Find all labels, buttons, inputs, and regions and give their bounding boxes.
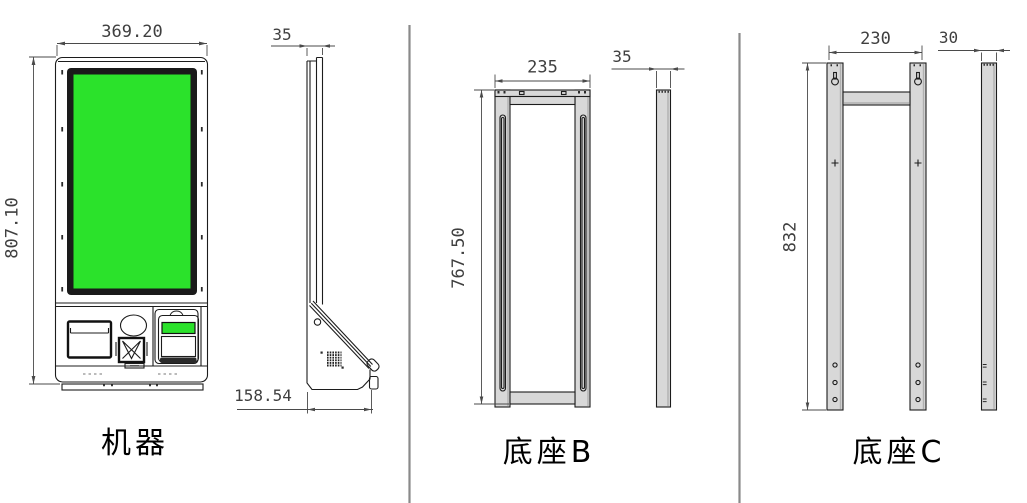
base-b-side-column [655,89,672,408]
terminal-base-band [160,357,197,363]
base-b-thickness-dimension: 35 [611,47,685,88]
side-vent-dot-a [320,351,323,354]
machine-side-view: 35 158.54 [234,25,380,414]
base-c-side-top-ticks [983,63,994,66]
base-c-side-column [980,62,998,411]
side-panel-lines [307,56,324,305]
payment-terminal [152,306,202,366]
speaker-circle [119,314,148,337]
base-c-height-dimension: 832 [781,62,826,411]
qr-scanner-label [124,362,145,369]
machine-screen [73,74,191,289]
side-screw-hole [313,318,322,326]
base-b-bottom-crossbar [509,391,576,405]
base-c-width-value: 230 [860,29,891,49]
machine-label: 机器 [101,426,169,461]
base-c-left-column [826,62,844,411]
machine-height-dimension: 807.10 [3,56,60,385]
base-b-top-ticks [497,90,586,96]
machine-base-strip [61,383,204,391]
terminal-screen [161,321,196,335]
machine-console-divider [56,302,207,308]
base-b-top-crossbar [509,95,576,106]
base-c-keyhole-left [831,71,839,86]
terminal-keypad [160,335,197,358]
side-console-diagonal-inner [310,302,372,367]
side-vent-dot-b [341,366,344,369]
base-c-bottom-holes [832,362,921,403]
machine-height-value: 807.10 [3,197,23,258]
base-c-height-value: 832 [781,222,801,253]
base-b-thickness-value: 35 [612,47,631,66]
base-b-column-shading [507,91,589,406]
base-c-thickness-value: 30 [939,28,958,47]
base-b-left-slot [499,114,507,392]
side-foot [368,375,379,390]
base-b-top-band [494,89,591,98]
qr-scanner-window [115,336,148,369]
base-c-screw-crosses [831,159,922,167]
terminal-top-bump [169,310,184,316]
base-c-side-view: 30 [938,28,1010,411]
machine-frame-screw-ticks [61,70,203,292]
base-b-width-value: 235 [527,58,558,78]
printer-slot [66,320,113,359]
base-c-crossbar [842,91,911,106]
base-c-top-ticks [830,64,921,67]
base-c-label: 底座C [853,435,946,470]
machine-width-dimension: 369.20 [56,22,208,56]
base-b-label: 底座B [503,435,596,470]
machine-side-thickness-value: 35 [272,25,291,44]
payment-recess-lines [152,306,202,366]
base-c-front-view: 230 832 [781,29,927,411]
base-c-width-dimension: 230 [828,29,923,60]
side-console-diagonal [309,300,373,369]
base-b-height-dimension: 767.50 [449,89,509,405]
base-c-side-bottom-marks [982,364,987,403]
base-c-thickness-dimension: 30 [938,28,1010,61]
base-b-side-view: 35 [611,47,685,408]
side-card-reader-cap [366,358,380,372]
machine-base-depth-dimension: 158.54 [234,386,373,414]
base-c-keyhole-right [914,71,922,86]
machine-front-view: 369.20 807.10 [3,22,209,391]
base-b-right-slot [579,114,587,392]
side-vent-grid [327,351,342,367]
base-b-front-view: 235 767.50 [449,58,591,408]
machine-side-thickness-dimension: 35 [271,25,335,56]
base-c-column-shading [839,64,925,409]
base-b-width-dimension: 235 [494,58,591,88]
base-b-side-top-ticks [658,90,669,93]
machine-width-value: 369.20 [101,22,162,42]
base-c-right-column [909,62,927,411]
base-b-height-value: 767.50 [449,227,469,288]
machine-base-depth-value: 158.54 [234,386,292,405]
